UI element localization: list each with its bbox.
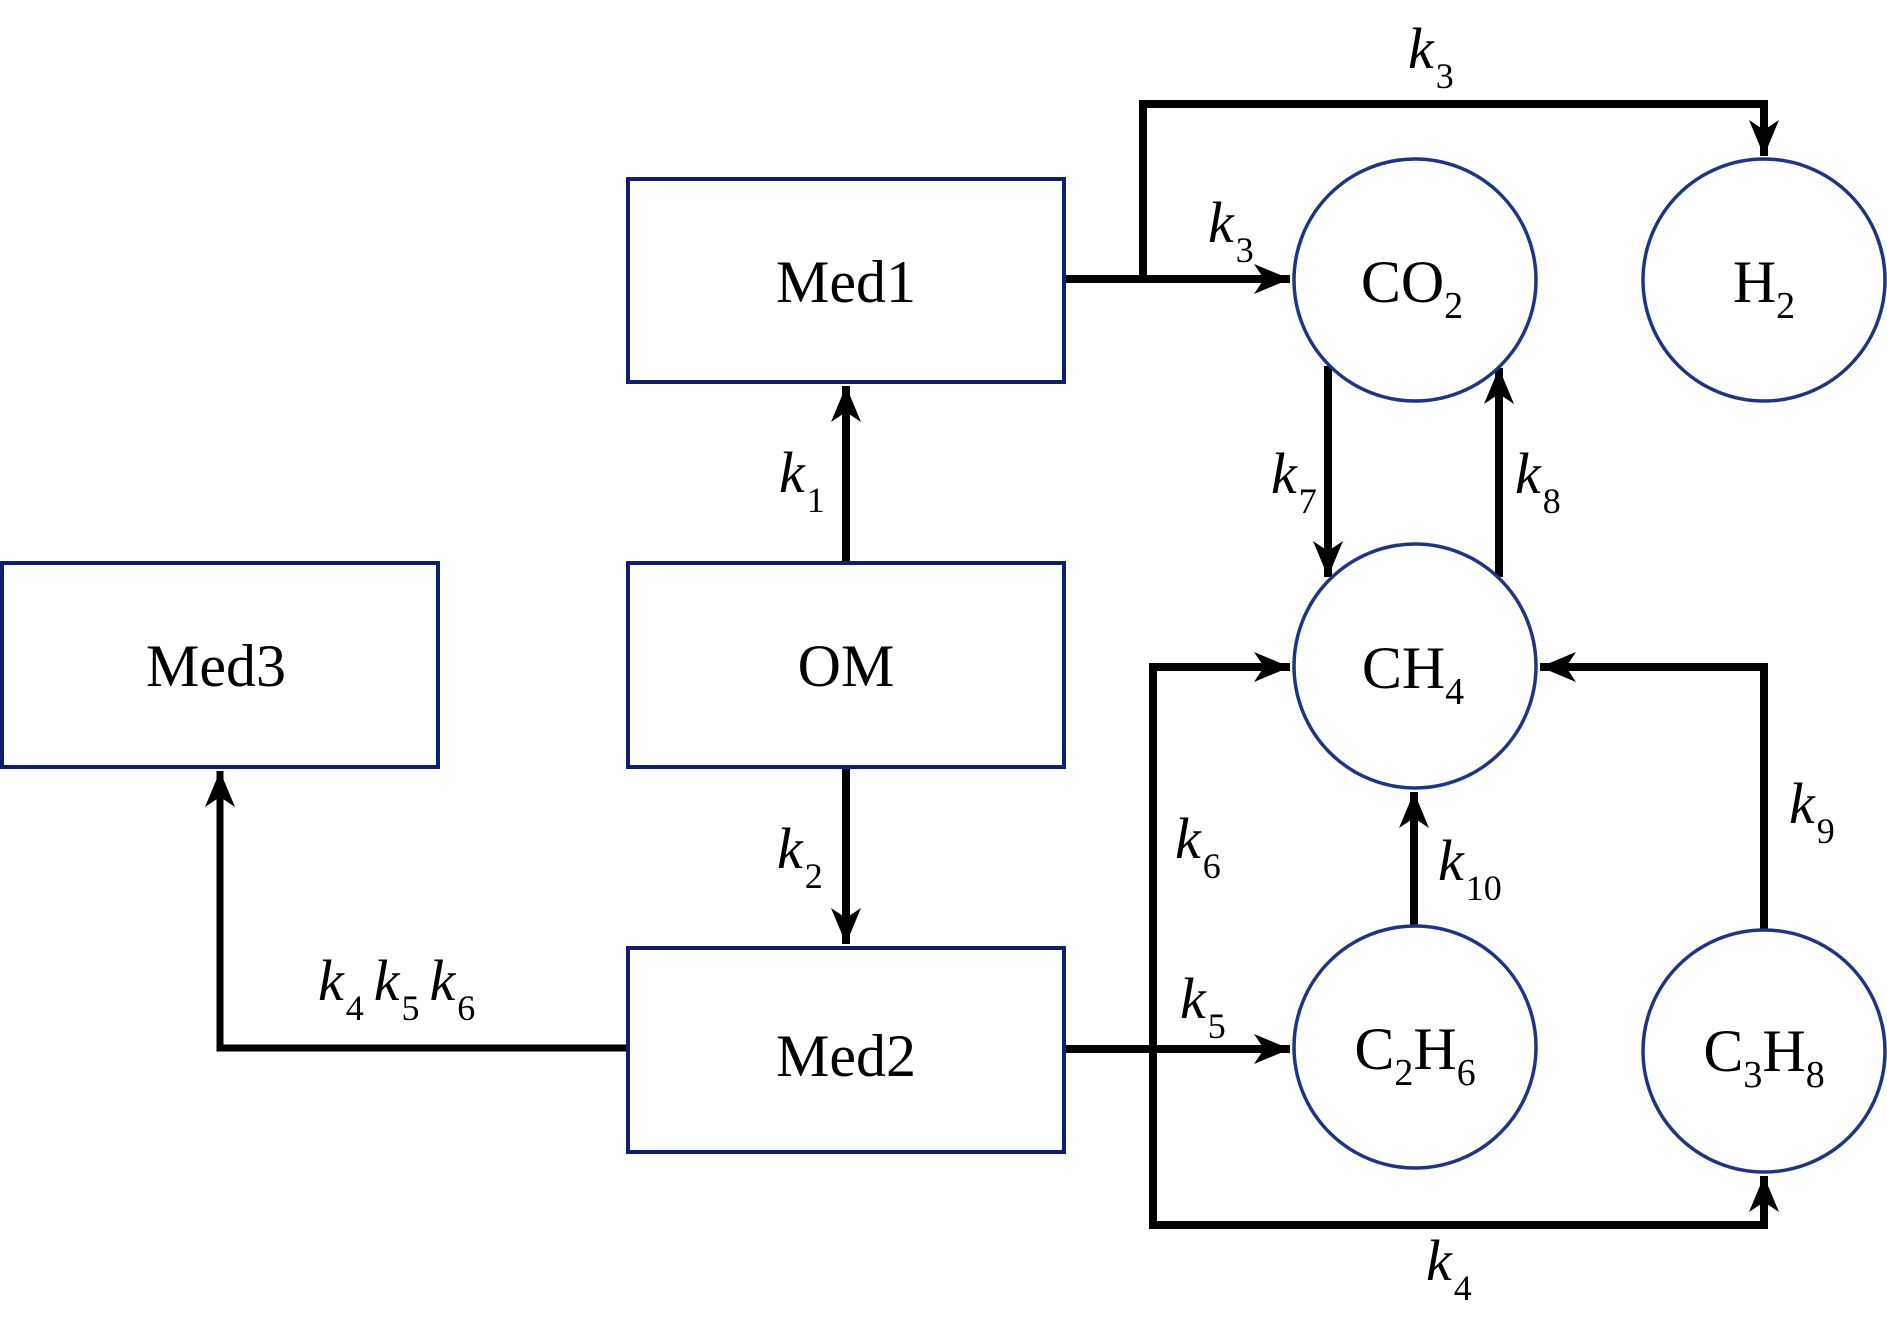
node-ch4-sub: 4 — [1445, 671, 1464, 713]
node-c2h6: C2H6 — [1292, 924, 1538, 1170]
node-c2h6-sub: 6 — [1457, 1052, 1476, 1094]
rate-subscript: 4 — [346, 988, 364, 1028]
box-med2-label: Med2 — [776, 1023, 916, 1089]
rate-label-k10: k10 — [1438, 828, 1502, 908]
node-c3h8-label: C3H8 — [1703, 1018, 1824, 1096]
rate-subscript: 1 — [807, 480, 825, 520]
box-med3-label: Med3 — [146, 633, 286, 699]
rate-subscript: 10 — [1466, 868, 1502, 908]
node-c2h6-circle — [1292, 924, 1538, 1170]
rate-subscript: 4 — [1454, 1268, 1472, 1308]
rate-subscript: 3 — [1236, 230, 1254, 270]
rate-label-k6: k6 — [1175, 806, 1221, 886]
edge-c3h8-to-ch4 — [1540, 652, 1768, 930]
node-c2h6-part: H — [1413, 1016, 1456, 1082]
node-h2-label: H2 — [1733, 249, 1795, 327]
box-med1-frame — [626, 177, 1066, 384]
node-co2: CO2 — [1292, 157, 1538, 403]
box-med3: Med3 — [0, 561, 440, 769]
edge-med2-to-ch4 — [1149, 652, 1290, 1225]
rate-subscript: 3 — [1436, 56, 1454, 96]
box-med1-label: Med1 — [776, 249, 916, 315]
rate-label-k1: k1 — [779, 440, 825, 520]
rate-subscript: 6 — [457, 988, 475, 1028]
box-med2-frame — [626, 946, 1066, 1154]
rate-symbol: k — [1208, 190, 1235, 255]
rate-symbol: k — [1438, 828, 1465, 893]
node-ch4: CH4 — [1292, 542, 1538, 790]
edge-med2-to-c3h8 — [1149, 1049, 1779, 1229]
rate-symbol: k — [1789, 771, 1816, 836]
box-om-frame — [626, 561, 1066, 769]
node-co2-label: CO2 — [1361, 249, 1463, 327]
node-ch4-label: CH4 — [1362, 635, 1464, 713]
rate-subscript: 5 — [1208, 1006, 1226, 1046]
node-c3h8-sub: 8 — [1806, 1054, 1825, 1096]
rate-subscript: 8 — [1543, 481, 1561, 521]
rate-label-k5: k5 — [1180, 966, 1226, 1046]
node-c3h8-sub: 3 — [1743, 1054, 1762, 1096]
rate-subscript: 6 — [1203, 846, 1221, 886]
node-co2-base: CO — [1361, 249, 1444, 315]
rate-subscript: 9 — [1817, 811, 1835, 851]
rate-symbol: k — [430, 948, 457, 1013]
rate-label-k3-co2: k3 — [1208, 190, 1254, 270]
node-c2h6-sub: 2 — [1394, 1052, 1413, 1094]
box-med2: Med2 — [626, 946, 1066, 1154]
box-med3-frame — [0, 561, 440, 769]
rate-subscript: 2 — [805, 856, 823, 896]
node-ch4-base: CH — [1362, 635, 1445, 701]
node-ch4-circle — [1292, 542, 1538, 790]
rate-label-k2: k2 — [777, 816, 823, 896]
node-c3h8: C3H8 — [1641, 928, 1887, 1174]
node-c3h8-part: H — [1762, 1018, 1805, 1084]
rate-subscript: 7 — [1299, 481, 1317, 521]
edge-med1-to-h2 — [1139, 100, 1779, 279]
box-om: OM — [626, 561, 1066, 769]
rate-symbol: k — [318, 948, 345, 1013]
edge-med2-to-med3 — [205, 771, 628, 1052]
node-c2h6-part: C — [1354, 1016, 1394, 1082]
node-c2h6-label: C2H6 — [1354, 1016, 1475, 1094]
rate-symbol: k — [1408, 16, 1435, 81]
box-om-label: OM — [798, 633, 895, 699]
node-c3h8-part: C — [1703, 1018, 1743, 1084]
rate-symbol: k — [1180, 966, 1207, 1031]
rate-symbol: k — [374, 948, 401, 1013]
rate-symbol: k — [1515, 441, 1542, 506]
rate-label-k9: k9 — [1789, 771, 1835, 851]
node-h2: H2 — [1641, 157, 1887, 403]
rate-symbol: k — [777, 816, 804, 881]
rate-symbol: k — [1175, 806, 1202, 871]
rate-label-k4: k4 — [1426, 1228, 1472, 1308]
rate-label-k3-top: k3 — [1408, 16, 1454, 96]
node-co2-circle — [1292, 157, 1538, 403]
node-h2-base: H — [1733, 249, 1776, 315]
node-h2-circle — [1641, 157, 1887, 403]
node-h2-sub: 2 — [1776, 285, 1795, 327]
box-med1: Med1 — [626, 177, 1066, 384]
rate-symbol: k — [779, 440, 806, 505]
rate-symbol: k — [1426, 1228, 1453, 1293]
edges — [205, 100, 1779, 1229]
rate-subscript: 5 — [402, 988, 420, 1028]
node-co2-sub: 2 — [1444, 285, 1463, 327]
rate-label-k7: k7 — [1271, 441, 1317, 521]
rate-symbol: k — [1271, 441, 1298, 506]
node-c3h8-circle — [1641, 928, 1887, 1174]
rate-label-k8: k8 — [1515, 441, 1561, 521]
